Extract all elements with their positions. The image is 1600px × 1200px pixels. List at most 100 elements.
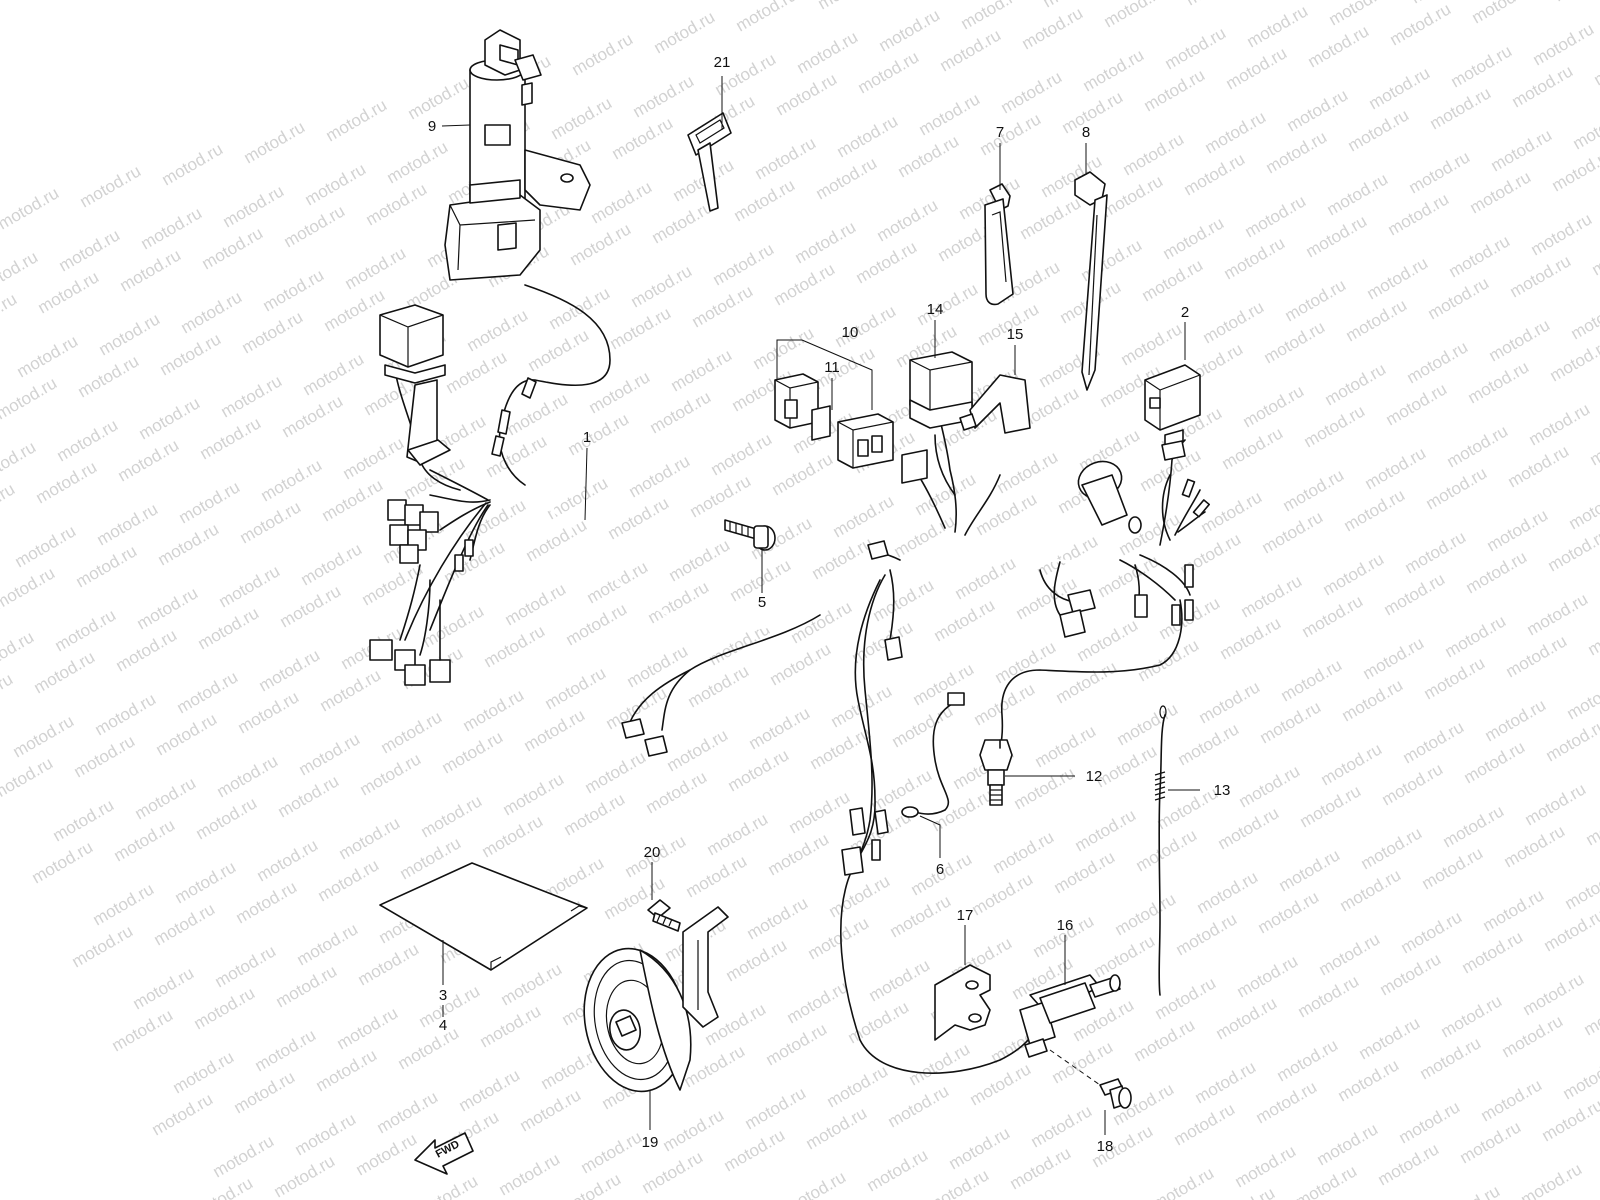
watermark-text: motod.ru bbox=[1213, 993, 1281, 1043]
watermark-text: motod.ru bbox=[752, 133, 820, 183]
ignition-key bbox=[687, 112, 732, 212]
watermark-text: motod.ru bbox=[1488, 125, 1556, 175]
watermark-text: motod.ru bbox=[744, 893, 812, 943]
watermark-text: motod.ru bbox=[130, 963, 198, 1013]
watermark-text: motod.ru bbox=[994, 447, 1062, 497]
watermark-text: motod.ru bbox=[1192, 1057, 1260, 1107]
watermark-text: motod.ru bbox=[824, 1061, 892, 1111]
watermark-text: motod.ru bbox=[1028, 1101, 1096, 1151]
watermark-text: motod.ru bbox=[1345, 105, 1413, 155]
watermark-text: motod.ru bbox=[1099, 171, 1167, 221]
watermark-text: motod.ru bbox=[876, 5, 944, 55]
watermark-text: motod.ru bbox=[1461, 737, 1529, 787]
watermark-text: motod.ru bbox=[193, 793, 261, 843]
watermark-text: motod.ru bbox=[864, 1145, 932, 1195]
watermark-text: motod.ru bbox=[1034, 531, 1102, 581]
watermark-text: motod.ru bbox=[254, 835, 322, 885]
watermark-text: motod.ru bbox=[1358, 823, 1426, 873]
watermark-text: motod.ru bbox=[1007, 1143, 1075, 1193]
watermark-text: motod.ru bbox=[763, 1019, 831, 1069]
harness-diode bbox=[1077, 460, 1211, 534]
watermark-text: motod.ru bbox=[1448, 41, 1516, 91]
horn-bolt bbox=[647, 899, 681, 932]
watermark-text: motod.ru bbox=[1360, 633, 1428, 683]
watermark-text: motod.ru bbox=[1486, 315, 1554, 365]
callout-1: 1 bbox=[583, 429, 591, 446]
watermark-text: motod.ru bbox=[479, 811, 547, 861]
callout-4: 4 bbox=[439, 1017, 447, 1034]
switch-bracket bbox=[934, 964, 991, 1041]
watermark-text: motod.ru bbox=[1274, 1035, 1342, 1085]
starter-relay bbox=[909, 351, 973, 496]
watermark-text: motod.ru bbox=[1518, 1159, 1586, 1200]
watermark-text: motod.ru bbox=[1217, 613, 1285, 663]
watermark-text: motod.ru bbox=[1417, 1033, 1485, 1083]
watermark-text: motod.ru bbox=[153, 709, 221, 759]
watermark-text: motod.ru bbox=[1406, 147, 1474, 197]
left-connector-cluster bbox=[369, 499, 474, 686]
watermark-text: motod.ru bbox=[1520, 969, 1588, 1019]
watermark-text: motod.ru bbox=[1202, 107, 1270, 157]
watermark-text: motod.ru bbox=[746, 703, 814, 753]
watermark-text: motod.ru bbox=[1011, 763, 1079, 813]
watermark-text: motod.ru bbox=[721, 1125, 789, 1175]
watermark-text: motod.ru bbox=[357, 749, 425, 799]
watermark-text: motod.ru bbox=[742, 1083, 810, 1133]
watermark-text: motod.ru bbox=[1101, 0, 1169, 31]
watermark-text: motod.ru bbox=[1526, 399, 1594, 449]
watermark-text: motod.ru bbox=[1299, 591, 1367, 641]
watermark-text: motod.ru bbox=[803, 1103, 871, 1153]
watermark-text: motod.ru bbox=[1522, 779, 1590, 829]
watermark-text: motod.ru bbox=[1257, 697, 1325, 747]
watermark-text: motod.ru bbox=[668, 345, 736, 395]
watermark-text: motod.ru bbox=[363, 179, 431, 229]
callout-13: 13 bbox=[1214, 782, 1231, 799]
watermark-text: motod.ru bbox=[723, 935, 791, 985]
neutral-switch bbox=[979, 739, 1013, 806]
watermark-text: motod.ru bbox=[0, 563, 58, 613]
watermark-text: motod.ru bbox=[1507, 251, 1575, 301]
watermark-text: motod.ru bbox=[302, 159, 370, 209]
watermark-text: motod.ru bbox=[567, 219, 635, 269]
callout-21: 21 bbox=[714, 54, 731, 71]
watermark-text: motod.ru bbox=[1305, 21, 1373, 71]
watermark-text: motod.ru bbox=[1032, 721, 1100, 771]
watermark-text: motod.ru bbox=[1503, 631, 1571, 681]
watermark-text: motod.ru bbox=[353, 1129, 421, 1179]
watermark-text: motod.ru bbox=[0, 753, 56, 803]
watermark-text: motod.ru bbox=[1402, 527, 1470, 577]
watermark-text: motod.ru bbox=[483, 431, 551, 481]
watermark-text: motod.ru bbox=[29, 837, 97, 887]
ignition-switch bbox=[444, 29, 591, 281]
watermark-text: motod.ru bbox=[275, 771, 343, 821]
watermark-text: motod.ru bbox=[683, 851, 751, 901]
watermark-text: motod.ru bbox=[1478, 1075, 1546, 1125]
watermark-text: motod.ru bbox=[998, 67, 1066, 117]
watermark-text: motod.ru bbox=[75, 351, 143, 401]
watermark-text: motod.ru bbox=[630, 71, 698, 121]
watermark-text: motod.ru bbox=[1297, 781, 1365, 831]
watermark-text: motod.ru bbox=[1196, 677, 1264, 727]
watermark-text: motod.ru bbox=[420, 601, 488, 651]
watermark-text: motod.ru bbox=[0, 247, 41, 297]
callout-labels: 1 2 3 4 5 6 7 8 9 10 11 12 13 14 15 16 1… bbox=[428, 54, 1231, 1155]
watermark-text: motod.ru bbox=[1583, 799, 1600, 849]
watermark-text: motod.ru bbox=[887, 891, 955, 941]
watermark-text: motod.ru bbox=[212, 941, 280, 991]
watermark-text: motod.ru bbox=[292, 1109, 360, 1159]
watermark-text: motod.ru bbox=[1303, 211, 1371, 261]
watermark-text: motod.ru bbox=[1421, 653, 1489, 703]
callout-14: 14 bbox=[927, 301, 944, 318]
watermark-text: motod.ru bbox=[134, 583, 202, 633]
watermark-text: motod.ru bbox=[1162, 23, 1230, 73]
watermark-text: motod.ru bbox=[1276, 845, 1344, 895]
watermark-text: motod.ru bbox=[1524, 589, 1592, 639]
watermark-text: motod.ru bbox=[1551, 0, 1600, 5]
watermark-text: motod.ru bbox=[1549, 145, 1600, 195]
watermark-text: motod.ru bbox=[569, 29, 637, 79]
watermark-text: motod.ru bbox=[1259, 507, 1327, 557]
watermark-text: motod.ru bbox=[523, 515, 591, 565]
watermark-text: motod.ru bbox=[1482, 695, 1550, 745]
watermark-text: motod.ru bbox=[1339, 675, 1407, 725]
watermark-text: motod.ru bbox=[1591, 39, 1600, 89]
